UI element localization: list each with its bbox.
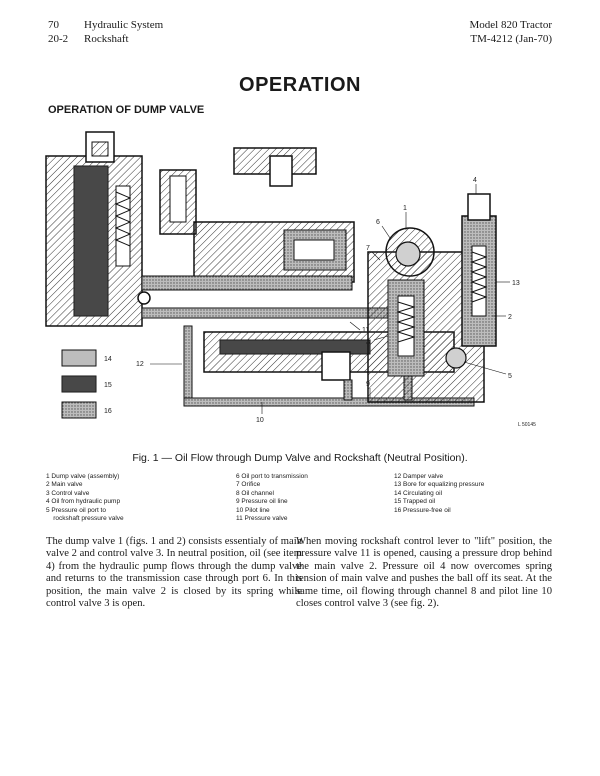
callout-10: 10 [256, 417, 264, 424]
shading-key: 14 15 16 [61, 349, 112, 419]
key-label-14: 14 [104, 356, 112, 363]
callout-1: 1 [403, 205, 407, 212]
callout-lines [150, 184, 510, 414]
page-header-right: Model 820 Tractor TM-4212 (Jan-70) [470, 18, 553, 46]
page-header-left: 70 Hydraulic System 20-2 Rockshaft [48, 18, 163, 46]
legend-item: 10 Pilot line [236, 506, 270, 514]
callout-6: 6 [376, 219, 380, 226]
legend-item: 8 Oil channel [236, 489, 274, 497]
callout-9: 9 [366, 381, 370, 388]
group-number: 20-2 [48, 33, 69, 45]
legend-item: 2 Main valve [46, 481, 83, 489]
header-row-group: 20-2 Rockshaft [48, 32, 163, 46]
key-pressure-free-oil [61, 401, 97, 419]
callout-12: 12 [136, 361, 144, 368]
header-row-page: 70 Hydraulic System [48, 18, 163, 32]
legend-item: 15 Trapped oil [394, 498, 436, 506]
section-subtitle: OPERATION OF DUMP VALVE [48, 104, 205, 116]
left-valve-housing [45, 131, 151, 327]
figure-code: L 50145 [518, 422, 536, 428]
model-name: Model 820 Tractor [469, 19, 553, 31]
legend-item: 4 Oil from hydraulic pump [46, 498, 121, 506]
page-title: OPERATION [239, 74, 361, 96]
page-number: 70 [48, 19, 59, 31]
legend-item: 6 Oil port to transmission [236, 473, 308, 480]
callout-3: 3 [366, 339, 370, 346]
figure-caption: Fig. 1 — Oil Flow through Dump Valve and… [132, 452, 468, 464]
legend-item: 1 Dump valve (assembly) [46, 473, 120, 480]
legend-item: 5 Pressure oil port to [46, 506, 106, 514]
callout-7: 7 [366, 245, 370, 252]
callout-4: 4 [473, 177, 477, 184]
key-label-15: 15 [104, 382, 112, 389]
callout-13: 13 [512, 280, 520, 287]
group-name: Rockshaft [84, 33, 129, 45]
legend-item: 9 Pressure oil line [236, 498, 288, 506]
legend-item: 14 Circulating oil [394, 489, 443, 497]
legend-column-2: 6 Oil port to transmission 7 Orifice 8 O… [236, 473, 308, 523]
legend-column-3: 12 Damper valve 13 Bore for equalizing p… [394, 473, 484, 515]
body-paragraph-left: The dump valve 1 (figs. 1 and 2) consist… [46, 536, 302, 610]
dump-valve-diagram: 14 15 16 1 2 3 4 5 6 7 9 10 11 12 13 L 5… [45, 131, 536, 428]
key-circulating-oil [61, 349, 97, 367]
callout-2: 2 [508, 314, 512, 321]
key-label-16: 16 [104, 408, 112, 415]
section-name: Hydraulic System [84, 19, 164, 31]
callout-5: 5 [508, 373, 512, 380]
legend-item: 3 Control valve [46, 489, 90, 497]
callout-11: 11 [362, 327, 369, 334]
legend-item: 11 Pressure valve [236, 515, 288, 523]
body-paragraph-right: When moving rockshaft control lever to "… [296, 536, 552, 610]
manual-code: TM-4212 (Jan-70) [470, 33, 552, 45]
legend-item: rockshaft pressure valve [46, 515, 124, 523]
center-housing [159, 147, 355, 283]
legend-item: 13 Bore for equalizing pressure [394, 481, 485, 489]
legend-item: 7 Orifice [236, 481, 261, 489]
key-trapped-oil [61, 375, 97, 393]
legend-item: 16 Pressure-free oil [394, 506, 451, 514]
dump-valve-body [367, 193, 497, 403]
legend-item: 12 Damper valve [394, 473, 444, 480]
legend-column-1: 1 Dump valve (assembly) 2 Main valve 3 C… [46, 473, 124, 523]
